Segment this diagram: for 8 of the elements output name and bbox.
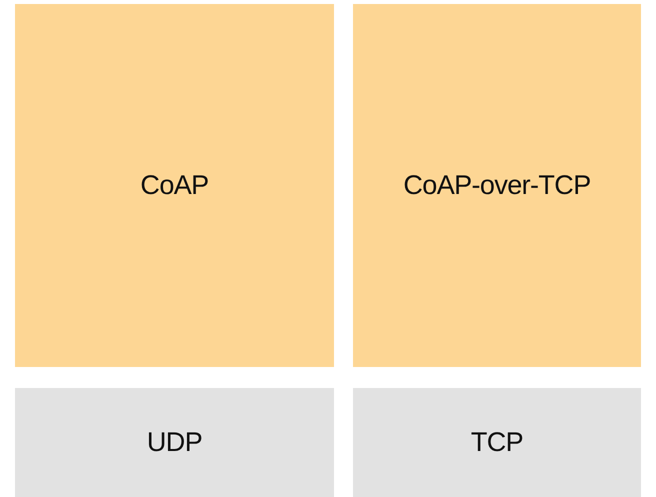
layer-label: UDP <box>146 427 202 458</box>
transport-layer-box <box>353 388 641 497</box>
layer-label: CoAP <box>140 170 209 201</box>
layer-label: TCP <box>470 427 524 458</box>
protocol-layer-box <box>353 4 641 367</box>
layer-label: CoAP-over-TCP <box>403 170 591 201</box>
protocol-layer-box <box>15 4 334 367</box>
transport-layer-box <box>15 388 334 497</box>
